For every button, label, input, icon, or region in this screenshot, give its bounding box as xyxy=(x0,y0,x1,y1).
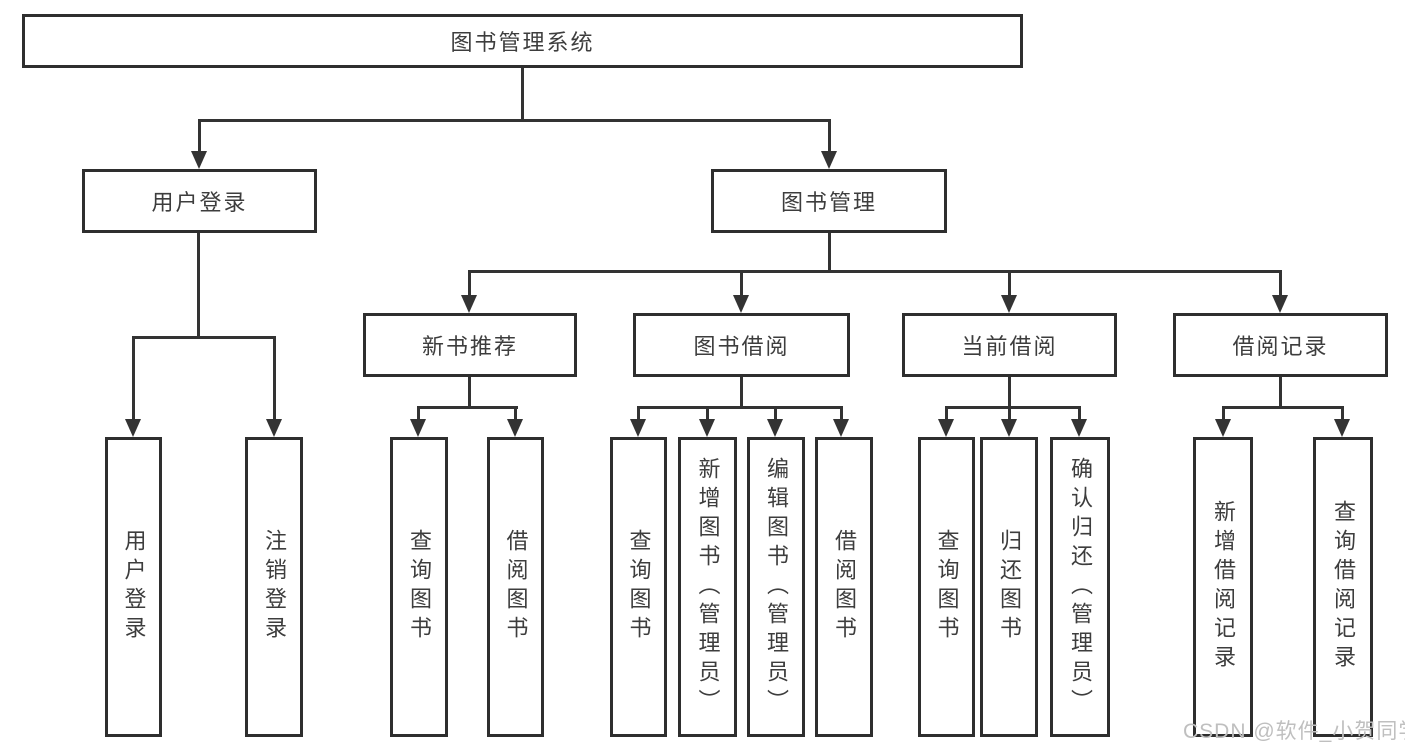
connector-arrow-shaft-recommend xyxy=(468,270,471,296)
leaf-query-books-borrow-label: 查询图书 xyxy=(626,529,652,645)
connector-arrow-shaft-leaf6 xyxy=(706,406,709,421)
leaf-user-login-label: 用户登录 xyxy=(121,529,147,645)
node-borrow-records-label: 借阅记录 xyxy=(1232,334,1329,359)
arrowhead-leaf12-icon xyxy=(1215,419,1231,437)
connector-arrow-shaft-leaf11 xyxy=(1078,406,1081,421)
connector-recommend-stem xyxy=(468,377,471,409)
connector-arrow-shaft-bookborrow xyxy=(740,270,743,296)
leaf-query-books-current-label: 查询图书 xyxy=(934,529,960,645)
leaf-confirm-return-admin-label: 确认归还（管理员） xyxy=(1068,456,1093,718)
arrowhead-leaf10-icon xyxy=(1001,419,1017,437)
arrowhead-leaf5-icon xyxy=(630,419,646,437)
connector-arrow-shaft-leaf10 xyxy=(1008,406,1011,421)
connector-currentborrow-branch xyxy=(945,406,1081,409)
connector-recommend-branch xyxy=(417,406,518,409)
arrowhead-leaf9-icon xyxy=(938,419,954,437)
connector-arrow-shaft-book-management xyxy=(828,119,831,152)
node-current-borrow: 当前借阅 xyxy=(902,313,1117,377)
connector-book-management-stem xyxy=(828,233,831,273)
leaf-query-books-recommend: 查询图书 xyxy=(390,437,448,737)
leaf-user-login: 用户登录 xyxy=(105,437,162,737)
node-book-borrow: 图书借阅 xyxy=(633,313,850,377)
arrowhead-currentborrow-icon xyxy=(1001,295,1017,313)
connector-root-stem xyxy=(521,68,524,121)
leaf-borrow-books-label: 借阅图书 xyxy=(832,529,857,645)
connector-user-login-branch xyxy=(132,336,276,339)
leaf-confirm-return-admin: 确认归还（管理员） xyxy=(1050,437,1110,737)
connector-arrow-shaft-leaf2 xyxy=(273,336,276,421)
leaf-edit-books-admin: 编辑图书（管理员） xyxy=(747,437,805,737)
leaf-query-books-borrow: 查询图书 xyxy=(610,437,667,737)
leaf-add-borrow-record: 新增借阅记录 xyxy=(1193,437,1253,737)
arrowhead-leaf13-icon xyxy=(1334,419,1350,437)
arrowhead-leaf4-icon xyxy=(507,419,523,437)
arrowhead-leaf3-icon xyxy=(410,419,426,437)
connector-records-stem xyxy=(1279,377,1282,409)
connector-currentborrow-stem xyxy=(1008,377,1011,409)
connector-arrow-shaft-currentborrow xyxy=(1008,270,1011,296)
connector-arrow-shaft-records xyxy=(1279,270,1282,296)
node-new-book-recommend-label: 新书推荐 xyxy=(421,334,518,359)
leaf-query-books-recommend-label: 查询图书 xyxy=(407,529,432,645)
connector-arrow-shaft-leaf13 xyxy=(1341,406,1344,421)
leaf-add-books-admin: 新增图书（管理员） xyxy=(678,437,737,737)
node-user-login-label: 用户登录 xyxy=(151,190,248,215)
arrowhead-user-login-icon xyxy=(191,151,207,169)
connector-arrow-shaft-leaf3 xyxy=(417,406,420,421)
arrowhead-leaf8-icon xyxy=(833,419,849,437)
arrowhead-leaf6-icon xyxy=(699,419,715,437)
csdn-watermark: CSDN @软件_小贺同学 xyxy=(1183,720,1405,743)
connector-arrow-shaft-leaf4 xyxy=(514,406,517,421)
leaf-logout-label: 注销登录 xyxy=(262,529,287,645)
leaf-query-borrow-record-label: 查询借阅记录 xyxy=(1331,500,1356,674)
connector-bookborrow-branch xyxy=(637,406,843,409)
leaf-borrow-books: 借阅图书 xyxy=(815,437,873,737)
node-root-label: 图书管理系统 xyxy=(450,30,595,55)
arrowhead-leaf2-icon xyxy=(266,419,282,437)
node-book-management-label: 图书管理 xyxy=(780,190,877,215)
connector-arrow-shaft-leaf1 xyxy=(132,336,135,421)
node-current-borrow-label: 当前借阅 xyxy=(961,334,1058,359)
leaf-query-books-current: 查询图书 xyxy=(918,437,975,737)
connector-arrow-shaft-leaf7 xyxy=(774,406,777,421)
leaf-query-borrow-record: 查询借阅记录 xyxy=(1313,437,1373,737)
leaf-borrow-books-recommend-label: 借阅图书 xyxy=(503,529,529,645)
connector-book-management-branch xyxy=(468,270,1282,273)
arrowhead-leaf1-icon xyxy=(125,419,141,437)
connector-arrow-shaft-leaf8 xyxy=(840,406,843,421)
arrowhead-leaf11-icon xyxy=(1071,419,1087,437)
node-book-borrow-label: 图书借阅 xyxy=(693,334,790,359)
leaf-add-borrow-record-label: 新增借阅记录 xyxy=(1211,500,1236,674)
connector-records-branch xyxy=(1222,406,1343,409)
leaf-borrow-books-recommend: 借阅图书 xyxy=(487,437,544,737)
connector-arrow-shaft-leaf12 xyxy=(1222,406,1225,421)
node-borrow-records: 借阅记录 xyxy=(1173,313,1388,377)
connector-arrow-shaft-leaf9 xyxy=(945,406,948,421)
node-new-book-recommend: 新书推荐 xyxy=(363,313,577,377)
arrowhead-records-icon xyxy=(1272,295,1288,313)
connector-bookborrow-stem xyxy=(740,377,743,409)
node-book-management: 图书管理 xyxy=(711,169,947,233)
connector-arrow-shaft-user-login xyxy=(198,119,201,152)
node-root: 图书管理系统 xyxy=(22,14,1023,68)
arrowhead-bookborrow-icon xyxy=(733,295,749,313)
leaf-logout: 注销登录 xyxy=(245,437,303,737)
connector-user-login-stem xyxy=(197,233,200,339)
leaf-return-books: 归还图书 xyxy=(980,437,1038,737)
connector-root-branch xyxy=(198,119,831,122)
leaf-edit-books-admin-label: 编辑图书（管理员） xyxy=(764,456,789,718)
leaf-add-books-admin-label: 新增图书（管理员） xyxy=(695,456,721,718)
arrowhead-book-management-icon xyxy=(821,151,837,169)
node-user-login: 用户登录 xyxy=(82,169,317,233)
leaf-return-books-label: 归还图书 xyxy=(997,529,1022,645)
connector-arrow-shaft-leaf5 xyxy=(637,406,640,421)
arrowhead-leaf7-icon xyxy=(767,419,783,437)
arrowhead-recommend-icon xyxy=(461,295,477,313)
